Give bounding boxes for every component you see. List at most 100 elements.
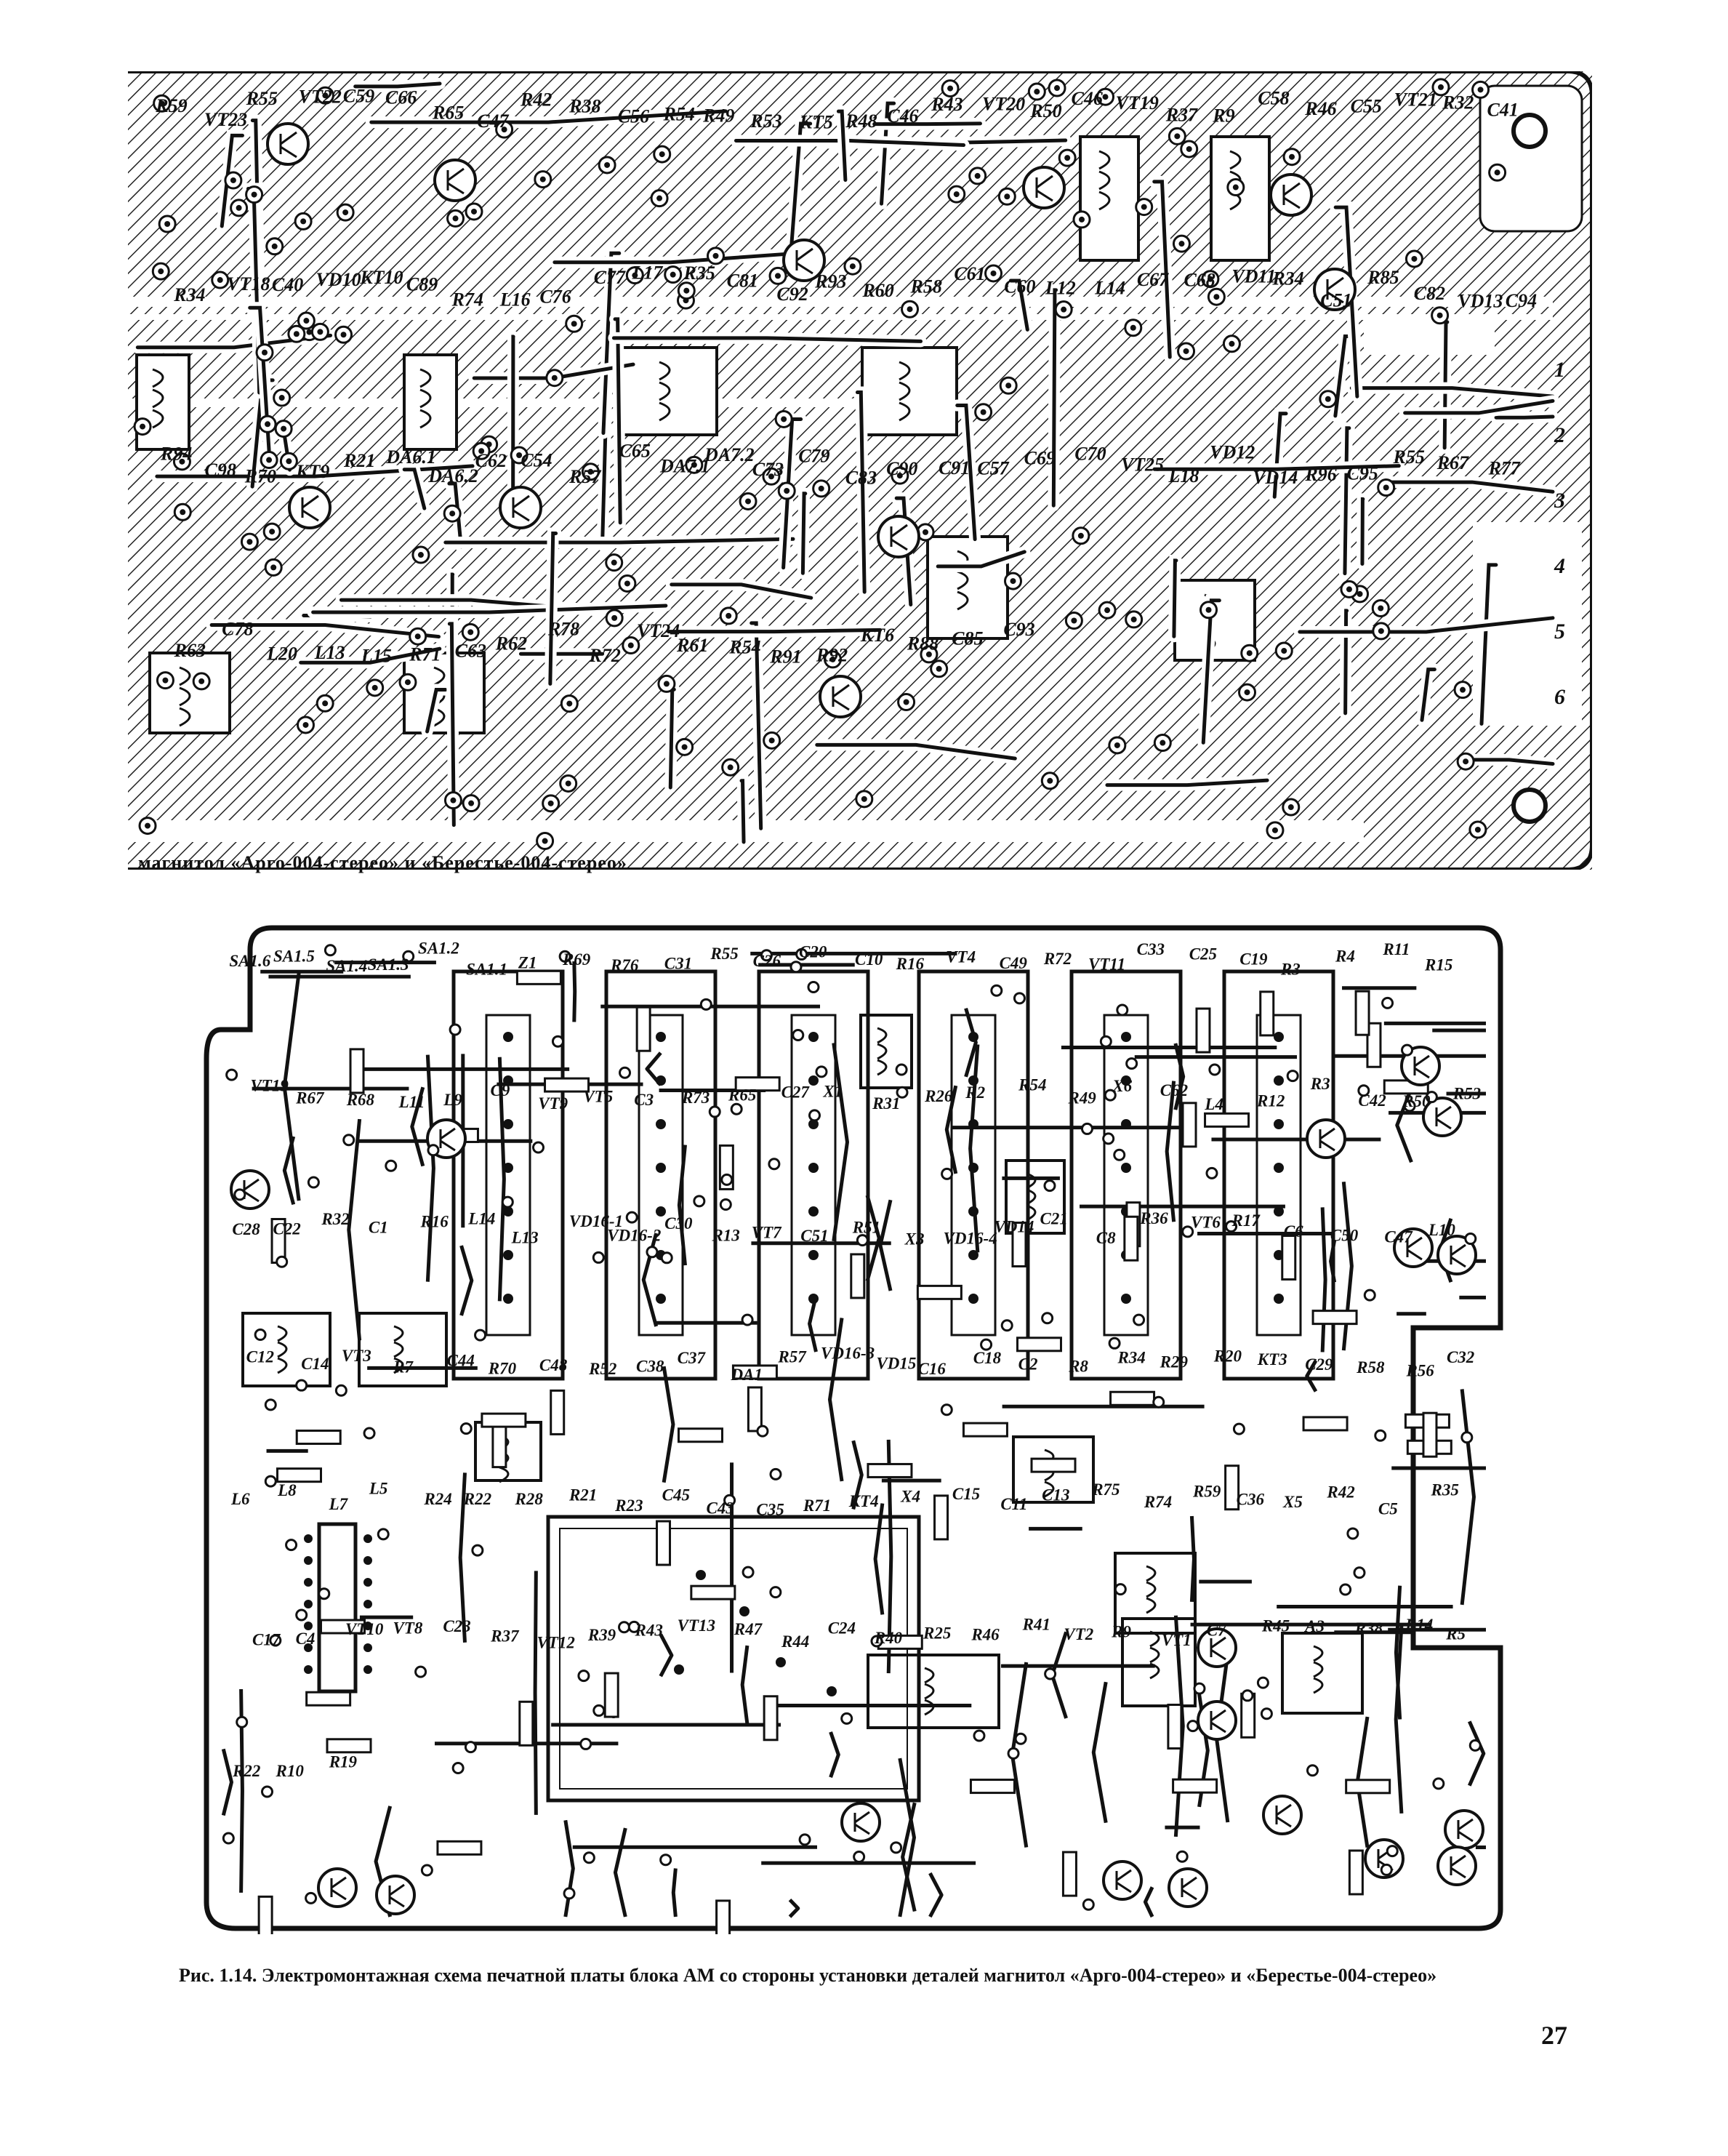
component-label: VD14 (994, 1217, 1034, 1235)
component-label: C43 (707, 1499, 734, 1517)
component-label: L4 (1204, 1095, 1223, 1113)
component-label: C70 (1074, 444, 1106, 465)
component-label: C7 (1207, 1621, 1227, 1639)
component-label: R48 (845, 111, 877, 132)
component-label: R78 (547, 619, 579, 640)
component-label: C11 (1000, 1495, 1027, 1513)
component-label: C23 (443, 1617, 470, 1635)
component-label: C61 (954, 263, 985, 284)
component-label: VT19 (250, 1077, 289, 1095)
component-label: C2 (1018, 1355, 1038, 1373)
component-label: C67 (1137, 269, 1169, 290)
component-label: C98 (205, 460, 236, 481)
component-label: C85 (952, 628, 983, 649)
component-label: L6 (230, 1490, 250, 1508)
component-label: R43 (635, 1622, 663, 1640)
component-label: C62 (475, 450, 507, 471)
component-label: R32 (1442, 92, 1474, 113)
component-label: VD16-1 (569, 1212, 623, 1230)
component-label: C89 (406, 273, 438, 294)
component-label: R72 (1043, 950, 1072, 968)
component-label: X1 (822, 1083, 843, 1101)
component-label: C28 (232, 1220, 260, 1238)
component-label: X4 (900, 1487, 920, 1505)
component-label: R21 (343, 450, 375, 471)
component-label: R63 (174, 640, 206, 661)
component-label: C22 (273, 1220, 300, 1238)
component-label: R10 (276, 1762, 305, 1780)
component-label: R42 (1326, 1483, 1354, 1501)
component-label: C63 (455, 641, 486, 662)
component-label: C36 (1237, 1490, 1265, 1508)
component-label: C51 (800, 1227, 828, 1245)
edge-pin-label: 1 (1554, 358, 1565, 382)
component-label: KT4 (848, 1492, 879, 1510)
component-label: R57 (777, 1348, 807, 1366)
page-number: 27 (1541, 2021, 1567, 2050)
component-label: R55 (246, 88, 278, 109)
component-label: DA7.1 (659, 456, 710, 477)
component-label: C47 (1384, 1228, 1413, 1246)
component-label: C9 (491, 1081, 510, 1099)
component-label: C46 (887, 105, 918, 127)
component-label: R49 (702, 105, 734, 126)
component-label: C62 (1160, 1081, 1188, 1099)
component-label: C21 (1040, 1209, 1068, 1227)
component-label: R20 (1213, 1347, 1242, 1365)
component-label: L17 (631, 263, 663, 284)
component-label: SA1.1 (466, 961, 507, 979)
component-label: VD14 (1253, 467, 1298, 488)
component-label: R36 (1139, 1209, 1168, 1227)
component-label: R14 (1404, 1616, 1433, 1634)
component-label: C18 (973, 1349, 1002, 1367)
component-label: R67 (1436, 452, 1469, 473)
component-label: VT5 (583, 1087, 613, 1105)
component-label: VT20 (982, 94, 1025, 115)
component-label: R75 (1091, 1480, 1120, 1499)
component-label: C12 (246, 1347, 274, 1366)
component-label: R37 (1165, 104, 1198, 125)
component-label: R4 (1335, 947, 1355, 965)
component-label: R16 (896, 955, 925, 973)
component-label: R44 (781, 1632, 809, 1651)
component-label: R29 (1160, 1352, 1189, 1371)
component-label: R65 (432, 103, 464, 124)
component-label: R68 (346, 1091, 375, 1109)
component-label: L12 (1045, 278, 1076, 299)
edge-pin-label: 6 (1554, 685, 1565, 709)
component-label: C1 (369, 1219, 388, 1237)
component-label: KT10 (359, 267, 403, 288)
component-label: C37 (678, 1349, 707, 1367)
component-label: R38 (1354, 1619, 1383, 1638)
component-label: R21 (568, 1486, 597, 1504)
component-label: VT8 (393, 1619, 422, 1637)
component-label: R35 (1431, 1480, 1459, 1499)
component-label: VD16-3 (821, 1345, 875, 1363)
component-label: C59 (343, 86, 374, 107)
component-label: C3 (634, 1091, 654, 1109)
component-label: R24 (423, 1490, 451, 1508)
component-label: R70 (244, 465, 276, 486)
component-label: R39 (587, 1626, 616, 1644)
component-label: R54 (1018, 1076, 1046, 1094)
component-label: C94 (1506, 290, 1537, 311)
component-label: SA1.4 (326, 957, 367, 975)
component-label: C83 (845, 468, 877, 489)
component-label: VD11 (1231, 266, 1276, 287)
component-label: VD16-2 (607, 1226, 661, 1244)
component-label: R28 (515, 1490, 544, 1508)
component-label: R52 (588, 1360, 616, 1378)
component-label: R69 (562, 950, 591, 969)
component-label: C13 (1042, 1486, 1069, 1504)
component-label: R74 (1144, 1493, 1172, 1511)
component-label: C58 (1258, 87, 1289, 108)
figure-caption: Рис. 1.14. Электромонтажная схема печатн… (179, 1965, 1437, 1986)
component-label: VT22 (299, 86, 342, 107)
component-label: C24 (828, 1619, 856, 1637)
component-label: C93 (1003, 619, 1034, 640)
component-label: L13 (511, 1229, 539, 1247)
component-label: R58 (1356, 1358, 1385, 1376)
component-label: R11 (1382, 940, 1410, 958)
component-label: C6 (1284, 1222, 1303, 1241)
